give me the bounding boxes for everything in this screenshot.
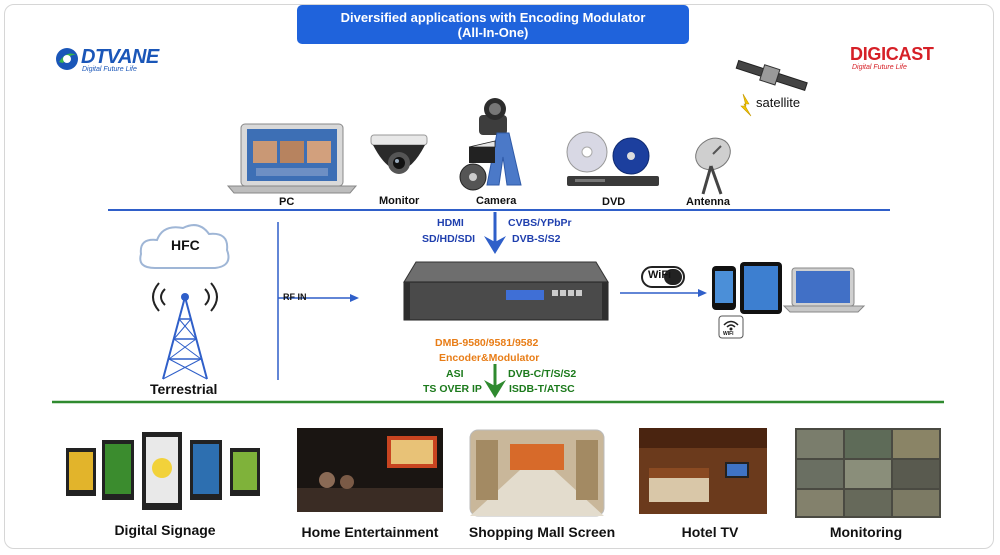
dtvane-swirl-icon	[56, 48, 78, 70]
encoder-modulator-device-icon	[403, 261, 609, 321]
wifi-badge-label: WiFi	[648, 269, 672, 281]
dvd-label: DVD	[602, 196, 626, 208]
home-entertainment-image	[297, 428, 443, 512]
digicast-tagline: Digital Future Life	[852, 64, 907, 71]
output-tsip-label: TS OVER IP	[423, 383, 482, 395]
monitor-label: Monitor	[379, 195, 420, 207]
rf-in-label: RF IN	[283, 292, 307, 302]
dtvane-tagline: Digital Future Life	[82, 66, 137, 73]
wifi-small-icon	[718, 315, 744, 339]
shopping-mall-image	[469, 429, 605, 517]
app-label-hotel-tv: Hotel TV	[681, 524, 739, 540]
terrestrial-tower-icon	[152, 282, 218, 380]
outer-frame	[4, 4, 994, 549]
output-dvbc-label: DVB-C/T/S/S2	[508, 368, 577, 380]
title-line-2: (All-In-One)	[457, 25, 529, 40]
app-label-home-entertainment: Home Entertainment	[301, 524, 439, 540]
antenna-label: Antenna	[686, 196, 730, 208]
dtvane-wordmark: DTVANE	[81, 46, 159, 68]
input-hdmi-label: HDMI	[437, 217, 464, 229]
camera-label: Camera	[476, 195, 517, 207]
hfc-label: HFC	[171, 237, 200, 253]
app-label-digital-signage: Digital Signage	[114, 522, 216, 538]
digicast-logo: DIGICAST Digital Future Life	[850, 44, 960, 74]
satellite-icon	[735, 59, 808, 117]
input-bus-line	[108, 209, 890, 211]
dvd-icon	[566, 131, 659, 186]
output-asi-label: ASI	[446, 368, 464, 380]
hfc-cloud-icon	[139, 224, 230, 269]
mobile-devices-icon	[712, 262, 866, 314]
input-sdi-label: SD/HD/SDI	[422, 233, 476, 245]
device-name-label: Encoder&Modulator	[439, 352, 540, 364]
dome-camera-icon	[370, 134, 428, 174]
input-arrow-icon	[484, 212, 506, 254]
digicast-wordmark: DIGICAST	[850, 44, 934, 64]
monitoring-image	[795, 428, 941, 518]
digital-signage-image	[66, 432, 260, 510]
input-cvbs-label: CVBS/YPbPr	[508, 217, 572, 229]
wifi-badge-icon	[641, 266, 685, 288]
satellite-label: satellite	[756, 95, 801, 110]
terrestrial-label: Terrestrial	[150, 381, 218, 397]
app-label-monitoring: Monitoring	[829, 524, 903, 540]
output-bus-line	[52, 400, 944, 404]
antenna-dish-icon	[695, 137, 731, 195]
input-dvbs-label: DVB-S/S2	[512, 233, 561, 245]
wifi-small-label: WIFI	[723, 331, 734, 337]
camera-icon	[459, 98, 522, 191]
title-banner: Diversified applications with Encoding M…	[297, 5, 689, 44]
dtvane-logo: DTVANE Digital Future Life	[55, 44, 180, 74]
device-model-label: DMB-9580/9581/9582	[435, 337, 539, 349]
output-isdb-label: ISDB-T/ATSC	[509, 383, 575, 395]
output-arrow-icon	[484, 364, 506, 398]
pc-laptop-icon	[226, 123, 358, 194]
pc-label: PC	[279, 196, 295, 208]
title-line-1: Diversified applications with Encoding M…	[340, 10, 646, 25]
app-label-shopping-mall: Shopping Mall Screen	[468, 524, 616, 540]
hotel-tv-image	[639, 428, 767, 514]
rf-in-connector	[277, 222, 359, 380]
wifi-output-arrow	[620, 289, 707, 297]
